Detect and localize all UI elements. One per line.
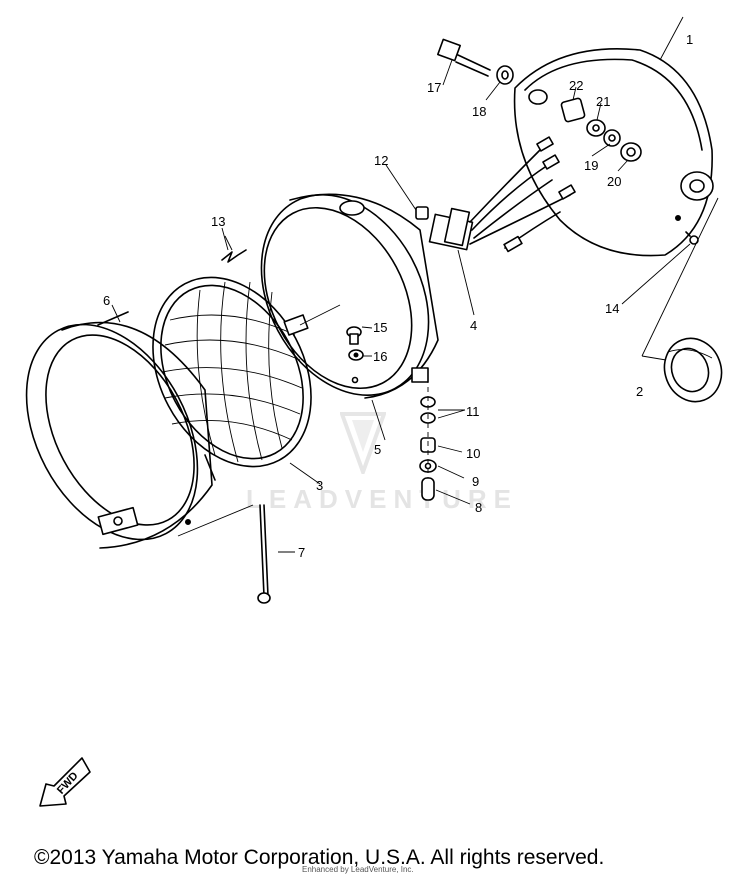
part-21-collar[interactable] — [586, 119, 606, 137]
part-12-nut[interactable] — [415, 206, 429, 220]
callout-1: 1 — [686, 32, 693, 47]
watermark-logo-icon — [340, 412, 386, 474]
callout-19: 19 — [584, 158, 598, 173]
callout-22: 22 — [569, 78, 583, 93]
callout-8: 8 — [475, 500, 482, 515]
part-7-long-screw[interactable] — [257, 504, 271, 604]
callout-14: 14 — [605, 301, 619, 316]
callout-17: 17 — [427, 80, 441, 95]
part-13-clip[interactable] — [221, 235, 247, 263]
part-4-socket[interactable] — [428, 136, 576, 253]
callout-4: 4 — [470, 318, 477, 333]
watermark-text: LEADVENTURE — [246, 484, 519, 514]
callout-20: 20 — [607, 174, 621, 189]
part-15-screw[interactable] — [346, 326, 362, 345]
callout-3: 3 — [316, 478, 323, 493]
leader-lines — [111, 16, 719, 553]
callout-21: 21 — [596, 94, 610, 109]
fwd-arrow-icon: FWD — [39, 757, 91, 807]
callout-5: 5 — [374, 442, 381, 457]
callout-13: 13 — [211, 214, 225, 229]
part-2-grommet[interactable] — [656, 330, 731, 409]
part-8-collar[interactable] — [421, 477, 435, 501]
part-19-washer[interactable] — [603, 129, 621, 147]
part-16-washer[interactable] — [348, 349, 364, 361]
part-6-rim[interactable] — [0, 295, 232, 568]
part-22-collar[interactable] — [560, 97, 586, 123]
callout-7: 7 — [298, 545, 305, 560]
callout-6: 6 — [103, 293, 110, 308]
part-5-housing-ring[interactable] — [228, 166, 462, 425]
callout-15: 15 — [373, 320, 387, 335]
part-1-headlight-case[interactable] — [513, 48, 714, 257]
callout-16: 16 — [373, 349, 387, 364]
callout-9: 9 — [472, 474, 479, 489]
part-14-bolt[interactable] — [685, 231, 699, 245]
callout-12: 12 — [374, 153, 388, 168]
callout-11: 11 — [466, 404, 480, 419]
callout-18: 18 — [472, 104, 486, 119]
callout-10: 10 — [466, 446, 480, 461]
part-20-nut[interactable] — [620, 142, 642, 162]
part-18-washer[interactable] — [496, 65, 514, 85]
copyright-text: ©2013 Yamaha Motor Corporation, U.S.A. A… — [34, 846, 605, 869]
callout-labels: 1 2 3 4 5 6 7 8 9 10 11 12 13 14 15 16 1… — [103, 32, 693, 560]
callout-2: 2 — [636, 384, 643, 399]
enhanced-by-credit: Enhanced by LeadVenture, Inc. — [302, 865, 414, 874]
part-3-sealed-beam[interactable] — [121, 250, 342, 494]
part-17-bolt[interactable] — [437, 38, 491, 77]
